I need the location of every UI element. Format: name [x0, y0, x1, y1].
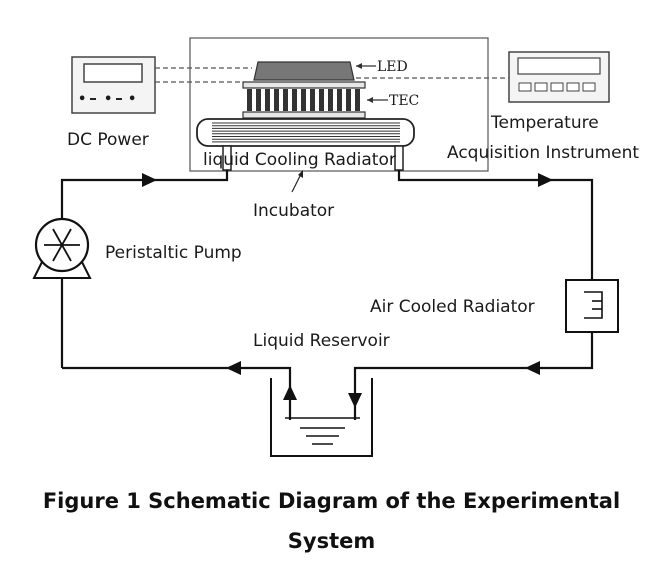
figure-caption-line1: Figure 1 Schematic Diagram of the Experi…: [42, 489, 621, 513]
liquid-reservoir: [270, 378, 373, 457]
label-led: LED: [377, 59, 408, 75]
tec-element: [346, 89, 351, 111]
tec-element: [310, 89, 315, 111]
signal-lines: [155, 67, 509, 83]
tec-element: [319, 89, 324, 111]
temperature-instrument: [508, 51, 610, 103]
svg-text:•: •: [104, 92, 112, 107]
incubator-pointer: [291, 170, 303, 193]
label-incubator: Incubator: [253, 201, 334, 221]
incubator-box: [189, 37, 489, 172]
label-temperature-line2: Acquisition Instrument: [447, 143, 639, 163]
svg-text:•: •: [128, 92, 136, 107]
tec-element: [256, 89, 261, 111]
flow-arrows: [142, 173, 553, 408]
tec-element: [283, 89, 288, 111]
label-liquid-cooling-radiator: liquid Cooling Radiator: [203, 150, 396, 170]
label-temperature-line1: Temperature: [490, 113, 599, 133]
schematic-diagram: • • •: [32, 37, 639, 457]
tec-element: [301, 89, 306, 111]
dc-power-device: • • •: [71, 56, 156, 114]
label-air-cooled-radiator: Air Cooled Radiator: [370, 297, 535, 317]
peristaltic-pump: [32, 217, 92, 279]
label-dc-power: DC Power: [67, 130, 149, 150]
label-liquid-reservoir: Liquid Reservoir: [253, 331, 390, 351]
tec-element: [292, 89, 297, 111]
liquid-cooling-radiator: [196, 118, 415, 171]
air-cooled-radiator: [565, 279, 619, 333]
tec-element: [247, 89, 252, 111]
led-module: [253, 61, 376, 81]
tec-module: [242, 81, 388, 119]
tec-element: [265, 89, 270, 111]
svg-text:•: •: [78, 92, 86, 107]
tec-element: [337, 89, 342, 111]
figure-caption-line2: System: [287, 529, 376, 553]
tec-element: [328, 89, 333, 111]
tec-element: [274, 89, 279, 111]
label-peristaltic-pump: Peristaltic Pump: [105, 243, 242, 263]
tec-element: [355, 89, 360, 111]
label-tec: TEC: [389, 93, 419, 109]
